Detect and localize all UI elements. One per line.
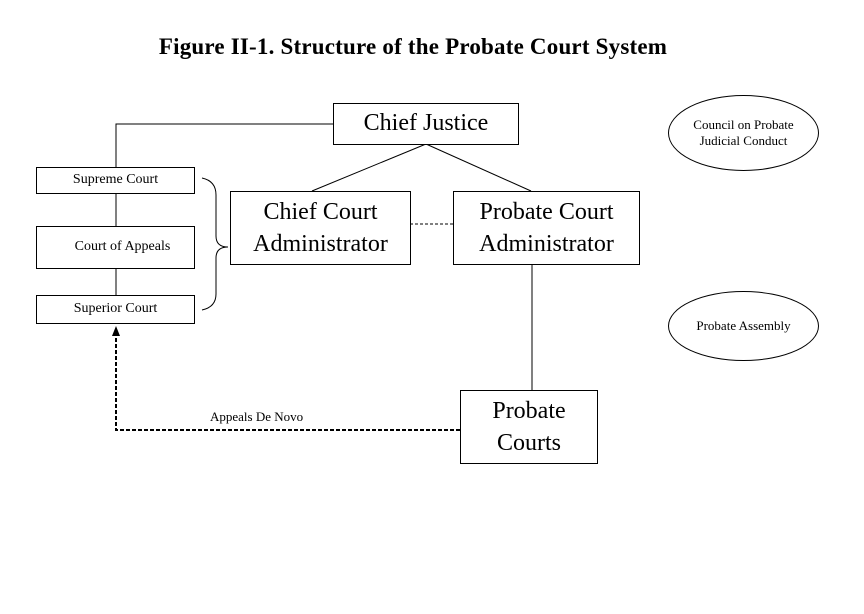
- figure-title: Figure II-1. Structure of the Probate Co…: [158, 34, 668, 59]
- node-chief-court-administrator: Chief Court Administrator: [230, 191, 411, 265]
- node-council-on-probate-judicial-conduct: Council on Probate Judicial Conduct: [668, 95, 819, 171]
- node-probate-assembly: Probate Assembly: [668, 291, 819, 361]
- appeals-arrowhead: [112, 326, 120, 336]
- label-appeals-de-novo: Appeals De Novo: [210, 409, 304, 424]
- court-group-brace: [201, 177, 229, 311]
- appeals-de-novo-arrow: [115, 334, 460, 431]
- node-court-of-appeals: Court of Appeals: [36, 226, 195, 269]
- connector-chief-justice-to-supreme-court: [115, 123, 333, 167]
- node-probate-court-administrator: Probate Court Administrator: [453, 191, 640, 265]
- connector-chief-justice-to-chief-court-admin: [311, 143, 427, 192]
- node-superior-court: Superior Court: [36, 295, 195, 324]
- node-supreme-court: Supreme Court: [36, 167, 195, 194]
- node-chief-justice: Chief Justice: [333, 103, 519, 145]
- node-probate-courts: Probate Courts: [460, 390, 598, 464]
- connector-chief-justice-to-probate-court-admin: [425, 143, 532, 192]
